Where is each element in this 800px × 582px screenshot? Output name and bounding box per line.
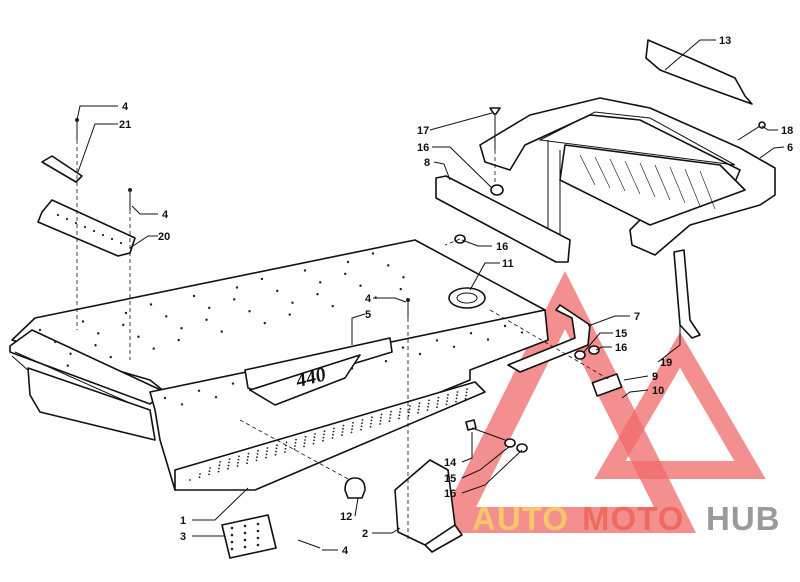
callout-19: 19 xyxy=(660,357,672,369)
clamp-9 xyxy=(591,373,623,397)
trim-strip xyxy=(435,175,571,263)
plate-21 xyxy=(41,155,83,183)
callout-6: 6 xyxy=(787,142,793,154)
callout-3: 3 xyxy=(180,531,186,543)
bracket-20 xyxy=(37,199,136,257)
callout-4-center: 4 xyxy=(365,293,372,305)
callout-4-bracket: 4 xyxy=(162,209,169,221)
watermark-auto: AUTO xyxy=(472,500,569,537)
callout-20: 20 xyxy=(158,231,170,243)
callout-12: 12 xyxy=(340,511,352,523)
callout-21: 21 xyxy=(119,119,131,131)
tunnel-body: 440 xyxy=(9,239,549,491)
callout-15-lower: 15 xyxy=(444,473,456,485)
callout-2: 2 xyxy=(362,528,368,540)
leader-lines xyxy=(76,39,785,551)
watermark-logo-icon xyxy=(433,270,766,533)
callout-16-lower: 16 xyxy=(444,488,456,500)
cap-12 xyxy=(344,477,366,499)
callout-8: 8 xyxy=(424,157,430,169)
watermark-wordmark: AUTO MOTO HUB xyxy=(472,500,781,537)
callout-14: 14 xyxy=(444,457,457,469)
watermark-moto: MOTO xyxy=(582,500,684,537)
callout-1: 1 xyxy=(180,515,186,527)
callout-4-top: 4 xyxy=(122,101,129,113)
callout-labels: 4 21 4 20 13 17 16 8 18 6 16 11 4 5 7 15… xyxy=(119,35,793,557)
callout-15-upper: 15 xyxy=(615,328,627,340)
callout-4-bottom: 4 xyxy=(342,545,349,557)
callout-13: 13 xyxy=(719,35,731,47)
tube-7 xyxy=(507,304,591,373)
callout-11: 11 xyxy=(502,258,514,270)
plate-3 xyxy=(221,514,277,559)
gasket xyxy=(645,39,753,105)
callout-17: 17 xyxy=(417,125,429,137)
rear-bumper xyxy=(479,97,776,339)
callout-16-mid: 16 xyxy=(496,241,508,253)
fasteners xyxy=(75,107,766,549)
assembly-lines xyxy=(76,140,611,540)
callout-18: 18 xyxy=(781,125,793,137)
callout-16-upper: 16 xyxy=(417,142,429,154)
watermark-hub: HUB xyxy=(706,500,781,537)
callout-7: 7 xyxy=(634,311,640,323)
callout-10: 10 xyxy=(652,385,664,397)
callout-5: 5 xyxy=(365,309,371,321)
callout-16-right: 16 xyxy=(615,342,627,354)
callout-9: 9 xyxy=(652,371,658,383)
